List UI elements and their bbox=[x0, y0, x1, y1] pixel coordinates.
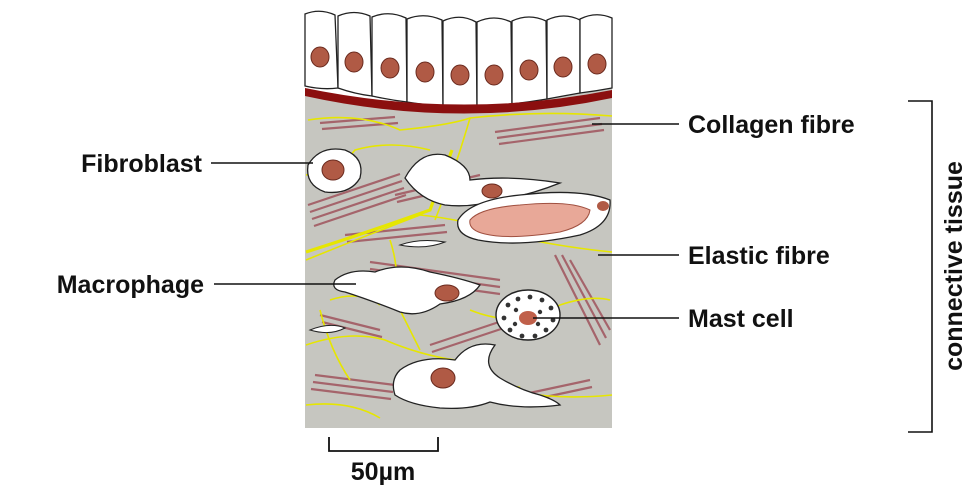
mast-cell bbox=[496, 290, 560, 340]
fibroblast-cell bbox=[308, 149, 361, 192]
collagen-label: Collagen fibre bbox=[688, 111, 855, 139]
scale-bar bbox=[329, 437, 438, 451]
tissue-bracket bbox=[908, 101, 932, 432]
elastic-label: Elastic fibre bbox=[688, 242, 830, 270]
macrophage-label: Macrophage bbox=[57, 271, 204, 299]
mast-label: Mast cell bbox=[688, 305, 794, 333]
scale-label: 50µm bbox=[351, 458, 415, 486]
fibroblast-label: Fibroblast bbox=[81, 150, 203, 178]
tissue-label: connective tissue bbox=[940, 161, 968, 371]
tissue-illustration bbox=[305, 11, 612, 428]
